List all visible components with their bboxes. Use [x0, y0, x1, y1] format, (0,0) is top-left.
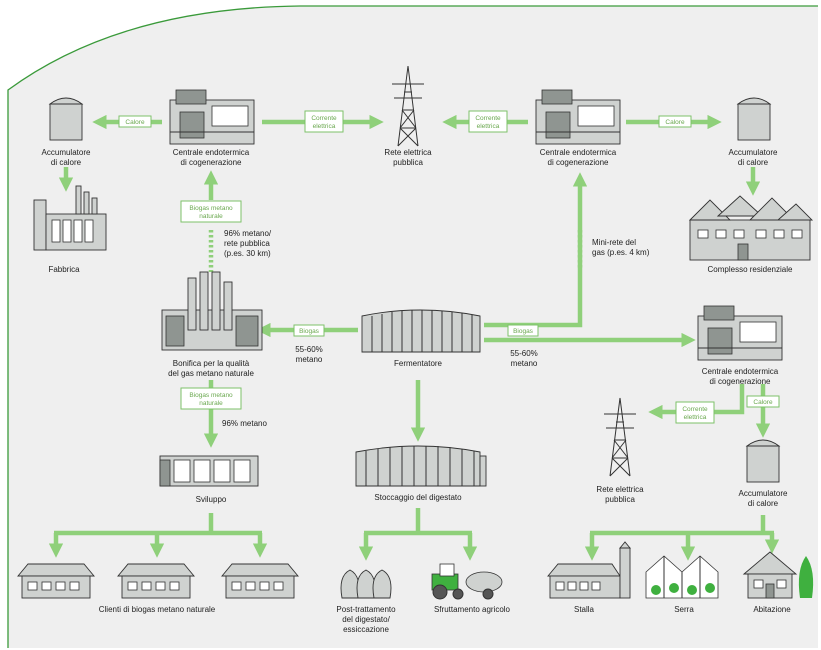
- svg-text:Corrente: Corrente: [475, 115, 501, 122]
- label-sfruttamento: Sfruttamento agricolo: [434, 605, 511, 614]
- tag-calore-tr: Calore: [658, 115, 692, 128]
- note-metano-right: 55-60%: [510, 349, 538, 358]
- label-stoccaggio: Stoccaggio del digestato: [374, 493, 462, 502]
- flow-tags: Calore Corrente elettrica Corrente elett…: [118, 110, 780, 424]
- note-mini-rete: Mini-rete del: [592, 238, 636, 247]
- diagram-border: [7, 5, 818, 648]
- label-bonifica: Bonifica per la qualità: [173, 359, 250, 368]
- svg-text:naturale: naturale: [199, 400, 223, 407]
- svg-text:metano: metano: [296, 355, 323, 364]
- svg-text:Corrente: Corrente: [682, 406, 708, 413]
- sacks-icon: [340, 569, 392, 599]
- label-fermentatore: Fermentatore: [394, 359, 443, 368]
- svg-text:rete pubblica: rete pubblica: [224, 239, 270, 248]
- pipelines: [208, 230, 583, 272]
- svg-text:metano: metano: [511, 359, 538, 368]
- svg-text:Calore: Calore: [125, 119, 145, 126]
- storage-tank-icon: [736, 97, 772, 141]
- svg-text:di calore: di calore: [738, 158, 769, 167]
- tag-biogas-right: Biogas: [507, 324, 539, 337]
- tag-calore-r: Calore: [746, 395, 780, 408]
- house-icon: [742, 551, 814, 599]
- chp-engine-icon: [697, 305, 783, 361]
- fermenter-icon: [361, 309, 481, 353]
- tag-biogas-left: Biogas: [293, 324, 325, 337]
- svg-text:del digestato/: del digestato/: [342, 615, 390, 624]
- flow-notes: 96% metano/ rete pubblica (p.es. 30 km) …: [222, 229, 650, 428]
- svg-text:Biogas metano: Biogas metano: [189, 392, 233, 399]
- svg-text:di cogenerazione: di cogenerazione: [181, 158, 242, 167]
- chp-engine-icon: [535, 89, 621, 145]
- svg-text:di cogenerazione: di cogenerazione: [548, 158, 609, 167]
- house-icon: [117, 563, 195, 599]
- greenhouse-icon: [645, 555, 719, 599]
- svg-text:essiccazione: essiccazione: [343, 625, 389, 634]
- label-clienti: Clienti di biogas metano naturale: [99, 605, 216, 614]
- tag-biogas-metano-top: Biogas metano naturale: [180, 200, 242, 223]
- barn-icon: [547, 541, 631, 599]
- svg-text:gas (p.es. 4 km): gas (p.es. 4 km): [592, 248, 650, 257]
- note-rete-pubblica: 96% metano/: [224, 229, 272, 238]
- digestate-storage-icon: [355, 445, 487, 487]
- chp-engine-icon: [169, 89, 255, 145]
- svg-text:di cogenerazione: di cogenerazione: [710, 377, 771, 386]
- storage-tank-icon: [48, 97, 84, 141]
- svg-text:del gas metano naturale: del gas metano naturale: [168, 369, 254, 378]
- svg-text:Biogas metano: Biogas metano: [189, 205, 233, 212]
- label-accumulatore-r: Accumulatore: [739, 489, 788, 498]
- svg-text:Biogas: Biogas: [299, 328, 320, 335]
- label-fabbrica: Fabbrica: [48, 265, 80, 274]
- svg-text:naturale: naturale: [199, 213, 223, 220]
- label-centrale-tl: Centrale endotermica: [173, 148, 250, 157]
- tag-biogas-metano-bottom: Biogas metano naturale: [180, 387, 242, 410]
- house-icon: [221, 563, 299, 599]
- svg-text:di calore: di calore: [748, 499, 779, 508]
- label-abitazione: Abitazione: [753, 605, 791, 614]
- svg-text:(p.es. 30 km): (p.es. 30 km): [224, 249, 271, 258]
- storage-tank-icon: [745, 439, 781, 483]
- label-accumulatore-tl: Accumulatore: [42, 148, 91, 157]
- svg-text:pubblica: pubblica: [605, 495, 635, 504]
- house-icon: [17, 563, 95, 599]
- svg-text:Biogas: Biogas: [513, 328, 534, 335]
- label-sviluppo: Sviluppo: [196, 495, 227, 504]
- svg-text:Calore: Calore: [753, 399, 773, 406]
- label-stalla: Stalla: [574, 605, 595, 614]
- svg-text:elettrica: elettrica: [313, 123, 336, 130]
- label-serra: Serra: [674, 605, 694, 614]
- svg-text:pubblica: pubblica: [393, 158, 423, 167]
- label-post: Post-trattamento: [336, 605, 396, 614]
- node-labels: Accumulatore di calore Fabbrica Centrale…: [42, 148, 793, 634]
- tractor-icon: [431, 563, 503, 600]
- svg-text:elettrica: elettrica: [477, 123, 500, 130]
- label-centrale-r: Centrale endotermica: [702, 367, 779, 376]
- residential-complex-icon: [688, 195, 814, 261]
- note-metano-left: 55-60%: [295, 345, 323, 354]
- power-pylon-icon: [392, 65, 424, 147]
- svg-text:elettrica: elettrica: [684, 414, 707, 421]
- power-pylon-icon: [604, 397, 636, 477]
- svg-text:Calore: Calore: [665, 119, 685, 126]
- label-complesso: Complesso residenziale: [708, 265, 793, 274]
- svg-text:Corrente: Corrente: [311, 115, 337, 122]
- factory-icon: [33, 185, 107, 251]
- note-metano96: 96% metano: [222, 419, 267, 428]
- tag-calore-tl: Calore: [118, 115, 152, 128]
- gas-station-icon: [159, 455, 259, 487]
- label-accumulatore-tr: Accumulatore: [729, 148, 778, 157]
- label-centrale-tr: Centrale endotermica: [540, 148, 617, 157]
- tag-corrente-r: Corrente elettrica: [675, 401, 715, 424]
- tag-corrente-tr: Corrente elettrica: [468, 110, 508, 133]
- label-rete-top: Rete elettrica: [384, 148, 432, 157]
- gas-upgrading-plant-icon: [161, 271, 263, 351]
- tag-corrente-tl: Corrente elettrica: [304, 110, 344, 133]
- svg-text:di calore: di calore: [51, 158, 82, 167]
- label-rete-r: Rete elettrica: [596, 485, 644, 494]
